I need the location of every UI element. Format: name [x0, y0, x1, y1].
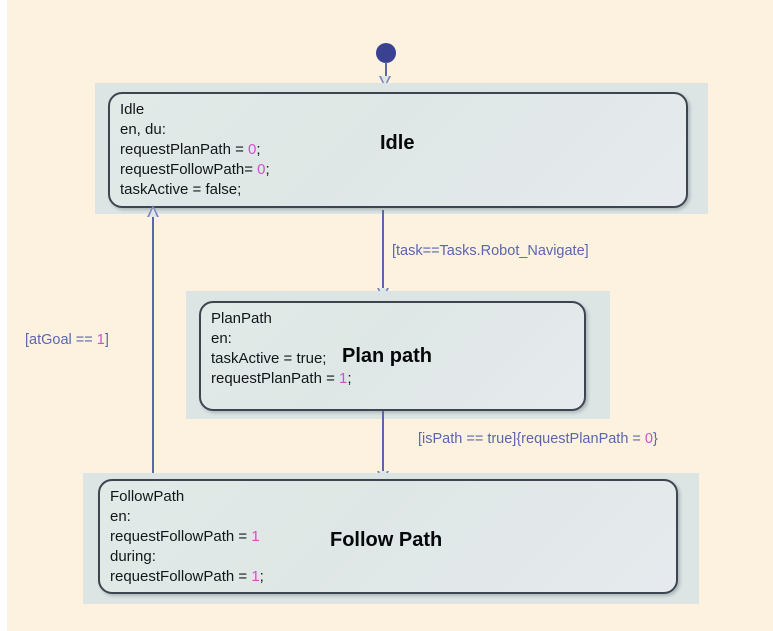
transition-label-prefix: [atGoal == [25, 332, 97, 348]
transition-label-idle-to-planpath[interactable]: [task==Tasks.Robot_Navigate] [392, 243, 589, 259]
state-line-text: requestFollowPath = [110, 528, 252, 545]
state-line-text: FollowPath [110, 488, 185, 505]
transition-line-followpath-to-idle[interactable] [152, 212, 154, 477]
state-line-text: en: [110, 508, 131, 525]
state-line-text: en: [211, 330, 232, 347]
transition-label-followpath-to-idle[interactable]: [atGoal == 1] [25, 332, 109, 348]
state-line-text: requestPlanPath = [211, 370, 340, 387]
state-line-tail: ; [347, 370, 352, 387]
state-display-label-idle: Idle [380, 132, 415, 154]
state-line-text: requestFollowPath= [120, 161, 258, 178]
state-line-text: requestFollowPath = [110, 568, 252, 585]
state-line-text: during: [110, 548, 156, 565]
transition-label-literal: 0 [644, 431, 653, 447]
transition-label-suffix: ] [104, 332, 109, 348]
state-line-tail: ; [259, 568, 264, 585]
state-line-text: taskActive = true; [211, 350, 327, 367]
initial-transition-line [385, 62, 387, 87]
state-line-literal: 1 [339, 370, 348, 387]
state-line-text: requestPlanPath = [120, 141, 249, 158]
transition-label-prefix: [task==Tasks.Robot_Navigate] [392, 243, 589, 259]
transition-label-planpath-to-followpath[interactable]: [isPath == true]{requestPlanPath = 0} [418, 431, 658, 447]
state-display-label-followpath: Follow Path [330, 529, 443, 551]
transition-label-suffix: } [653, 431, 658, 447]
state-line-literal: 0 [257, 161, 266, 178]
canvas-left-gutter [0, 0, 7, 631]
state-box-planpath[interactable]: PlanPath en: taskActive = true; requestP… [199, 301, 586, 411]
state-actions-planpath: PlanPath en: taskActive = true; requestP… [211, 309, 352, 389]
transition-label-prefix: [isPath == true]{requestPlanPath = [418, 431, 645, 447]
state-actions-idle: Idle en, du: requestPlanPath = 0; reques… [120, 100, 270, 200]
state-box-followpath[interactable]: FollowPath en: requestFollowPath = 1 dur… [98, 479, 678, 594]
transition-line-idle-to-planpath[interactable] [382, 210, 384, 290]
state-actions-followpath: FollowPath en: requestFollowPath = 1 dur… [110, 487, 264, 587]
state-display-label-planpath: Plan path [342, 345, 433, 367]
state-line-literal: 1 [251, 528, 260, 545]
default-transition-node[interactable] [376, 43, 396, 63]
state-line-tail: ; [256, 141, 261, 158]
initial-transition-arrowhead-inner [381, 76, 389, 85]
state-line-text: en, du: [120, 121, 166, 138]
transition-label-literal: 1 [96, 332, 105, 348]
canvas-right-gutter [770, 0, 773, 631]
transition-arrowhead-inner-followpath-to-idle [149, 208, 157, 217]
state-line-literal: 1 [251, 568, 260, 585]
state-line-text: PlanPath [211, 310, 272, 327]
transition-line-planpath-to-followpath[interactable] [382, 411, 384, 474]
state-line-tail: ; [265, 161, 270, 178]
state-line-text: taskActive = false; [120, 181, 242, 198]
state-box-idle[interactable]: Idle en, du: requestPlanPath = 0; reques… [108, 92, 688, 208]
state-line-text: Idle [120, 101, 145, 118]
state-line-literal: 0 [248, 141, 257, 158]
